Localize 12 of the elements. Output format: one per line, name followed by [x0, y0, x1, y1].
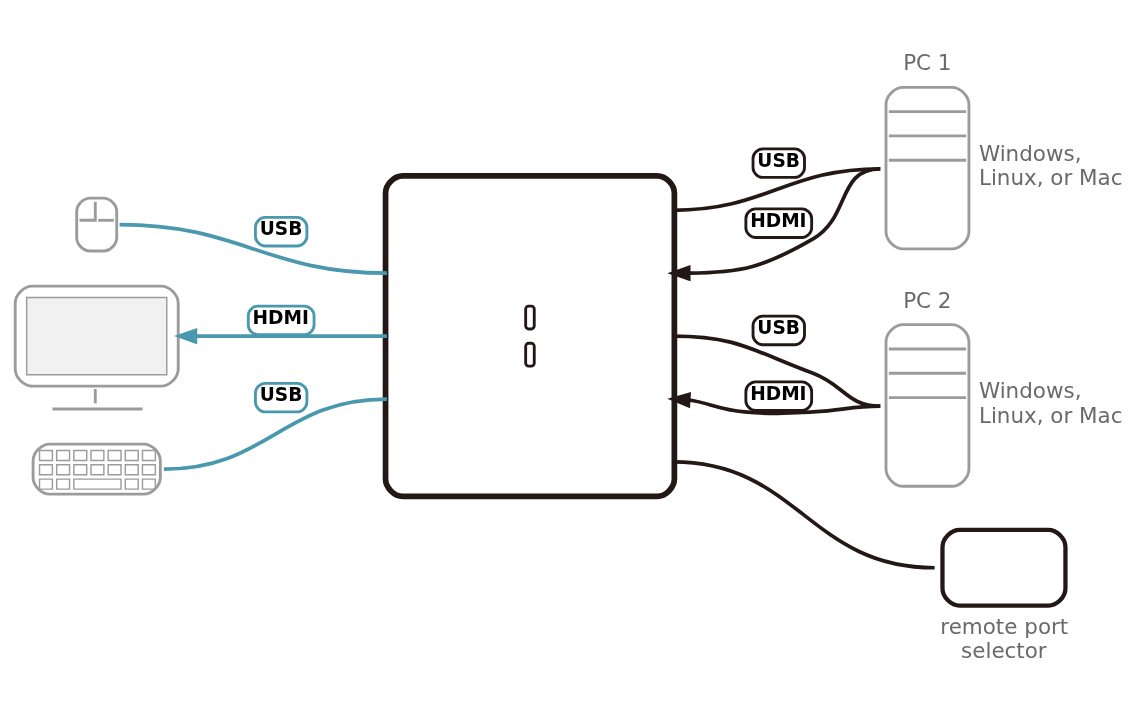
node-label: PC 2 [903, 287, 952, 313]
edge-label: HDMI [750, 209, 807, 231]
edge-label: USB [757, 316, 800, 338]
node-label: Windows, Linux, or Mac [978, 377, 1123, 428]
edge-label: HDMI [252, 306, 309, 328]
edge-label: USB [757, 149, 800, 171]
node-label: remote port selector [940, 613, 1069, 663]
edge-label: USB [259, 217, 303, 239]
edge-label: HDMI [750, 382, 807, 404]
node-label: Windows, Linux, or Mac [978, 140, 1123, 190]
edge-label: USB [259, 383, 303, 405]
node-label: PC 1 [903, 49, 952, 75]
